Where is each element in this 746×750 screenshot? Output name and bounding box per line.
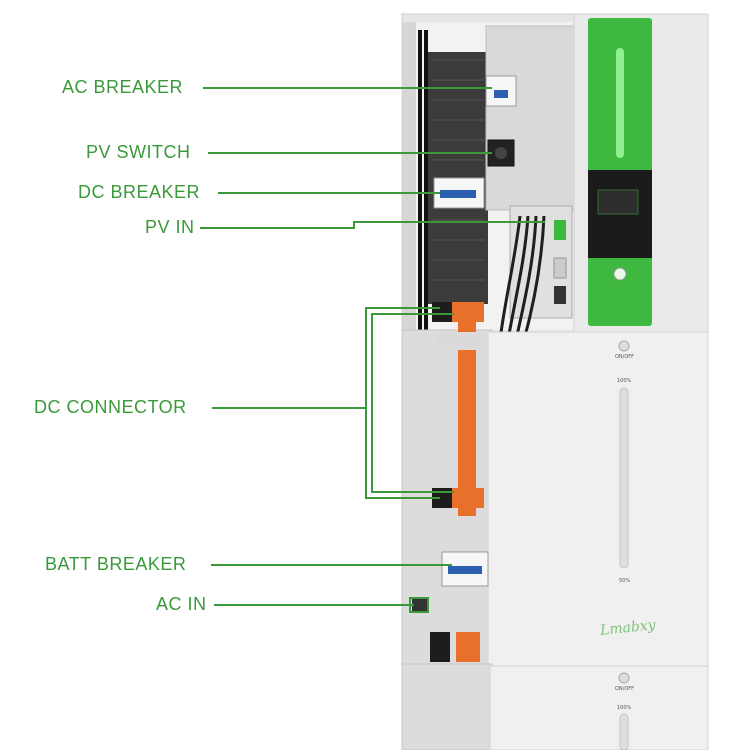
battery-module-2-front: [489, 665, 709, 750]
label-pv-in: PV IN: [145, 217, 195, 237]
battery-1-power-icon: [618, 340, 630, 352]
ac-in-port: [412, 598, 428, 612]
label-pv-switch: PV SWITCH: [86, 142, 191, 162]
battery-1-switch-label: ON/OFF: [615, 354, 635, 360]
heatsink-fins: [432, 59, 484, 281]
battery-1-level-bar: [619, 387, 629, 569]
label-ac-breaker: AC BREAKER: [62, 77, 184, 97]
pv-cables: [498, 215, 546, 341]
battery-module-2-side: [401, 663, 493, 750]
battery-2-level-top: 100%: [617, 705, 632, 711]
battery-1-level-top: 100%: [617, 378, 632, 384]
leader-dc-connector: [212, 307, 440, 409]
dc-connector-bus: [458, 302, 476, 516]
battery-2-power-icon: [618, 672, 630, 684]
label-ac-in: AC IN: [156, 594, 207, 614]
battery-1-level-bottom: 50%: [619, 578, 631, 584]
battery-2-switch-label: ON/OFF: [615, 686, 635, 692]
battery-module-1-front: [487, 331, 709, 675]
inverter-side-panel: [402, 22, 416, 332]
leader-pv-in: [200, 221, 545, 229]
callout-lines: [200, 87, 545, 606]
label-dc-connector: DC CONNECTOR: [34, 397, 187, 417]
battery-2-level-bar: [619, 713, 629, 750]
label-batt-breaker: BATT BREAKER: [45, 554, 187, 574]
internal-plate: [485, 25, 575, 211]
status-light-bar: [616, 48, 624, 158]
dc-connector-black-top: [432, 302, 452, 322]
label-dc-breaker: DC BREAKER: [78, 182, 201, 202]
power-button-icon: [613, 267, 627, 281]
